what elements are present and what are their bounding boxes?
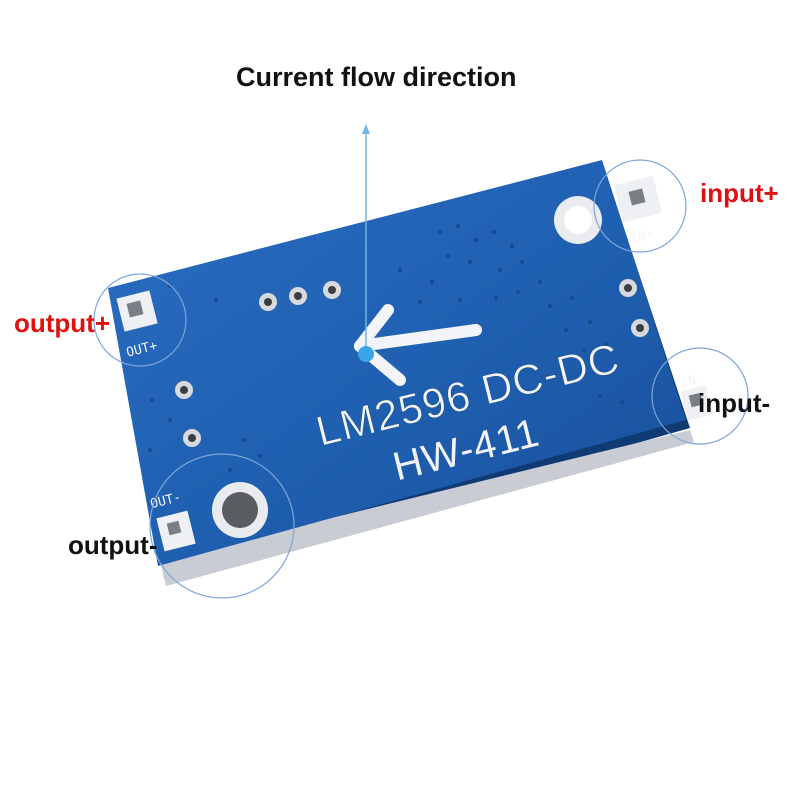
label-input-plus: input+ bbox=[700, 178, 779, 208]
through-holes bbox=[175, 279, 649, 447]
pad-in-plus bbox=[613, 175, 663, 223]
pad-label-out-minus: OUT- bbox=[149, 490, 183, 512]
callout-circles bbox=[93, 159, 749, 599]
pcb-board bbox=[108, 160, 686, 566]
current-flow-arrow-icon bbox=[358, 124, 374, 362]
pad-in-minus bbox=[680, 385, 714, 421]
callout-circle-input-plus bbox=[593, 159, 687, 253]
pad-out-minus bbox=[156, 510, 196, 552]
callout-circle-output-plus bbox=[93, 273, 187, 367]
pad-label-in-minus: IN- bbox=[679, 371, 705, 391]
page-title: Current flow direction bbox=[236, 62, 517, 92]
via-field bbox=[148, 224, 624, 472]
label-input-minus: input- bbox=[698, 388, 771, 418]
pad-label-out-plus: OUT+ bbox=[125, 338, 159, 360]
callout-circle-output-minus bbox=[149, 453, 295, 599]
mounting-hole-bottom bbox=[212, 482, 268, 538]
callout-circle-input-minus bbox=[651, 347, 749, 445]
pad-out-plus bbox=[116, 290, 158, 332]
label-output-plus: output+ bbox=[14, 308, 111, 338]
pcb-board-underside bbox=[160, 430, 694, 586]
pad-label-in-plus: IN+ bbox=[629, 227, 656, 247]
label-output-minus: output- bbox=[68, 530, 158, 560]
mounting-hole-top bbox=[554, 196, 602, 244]
